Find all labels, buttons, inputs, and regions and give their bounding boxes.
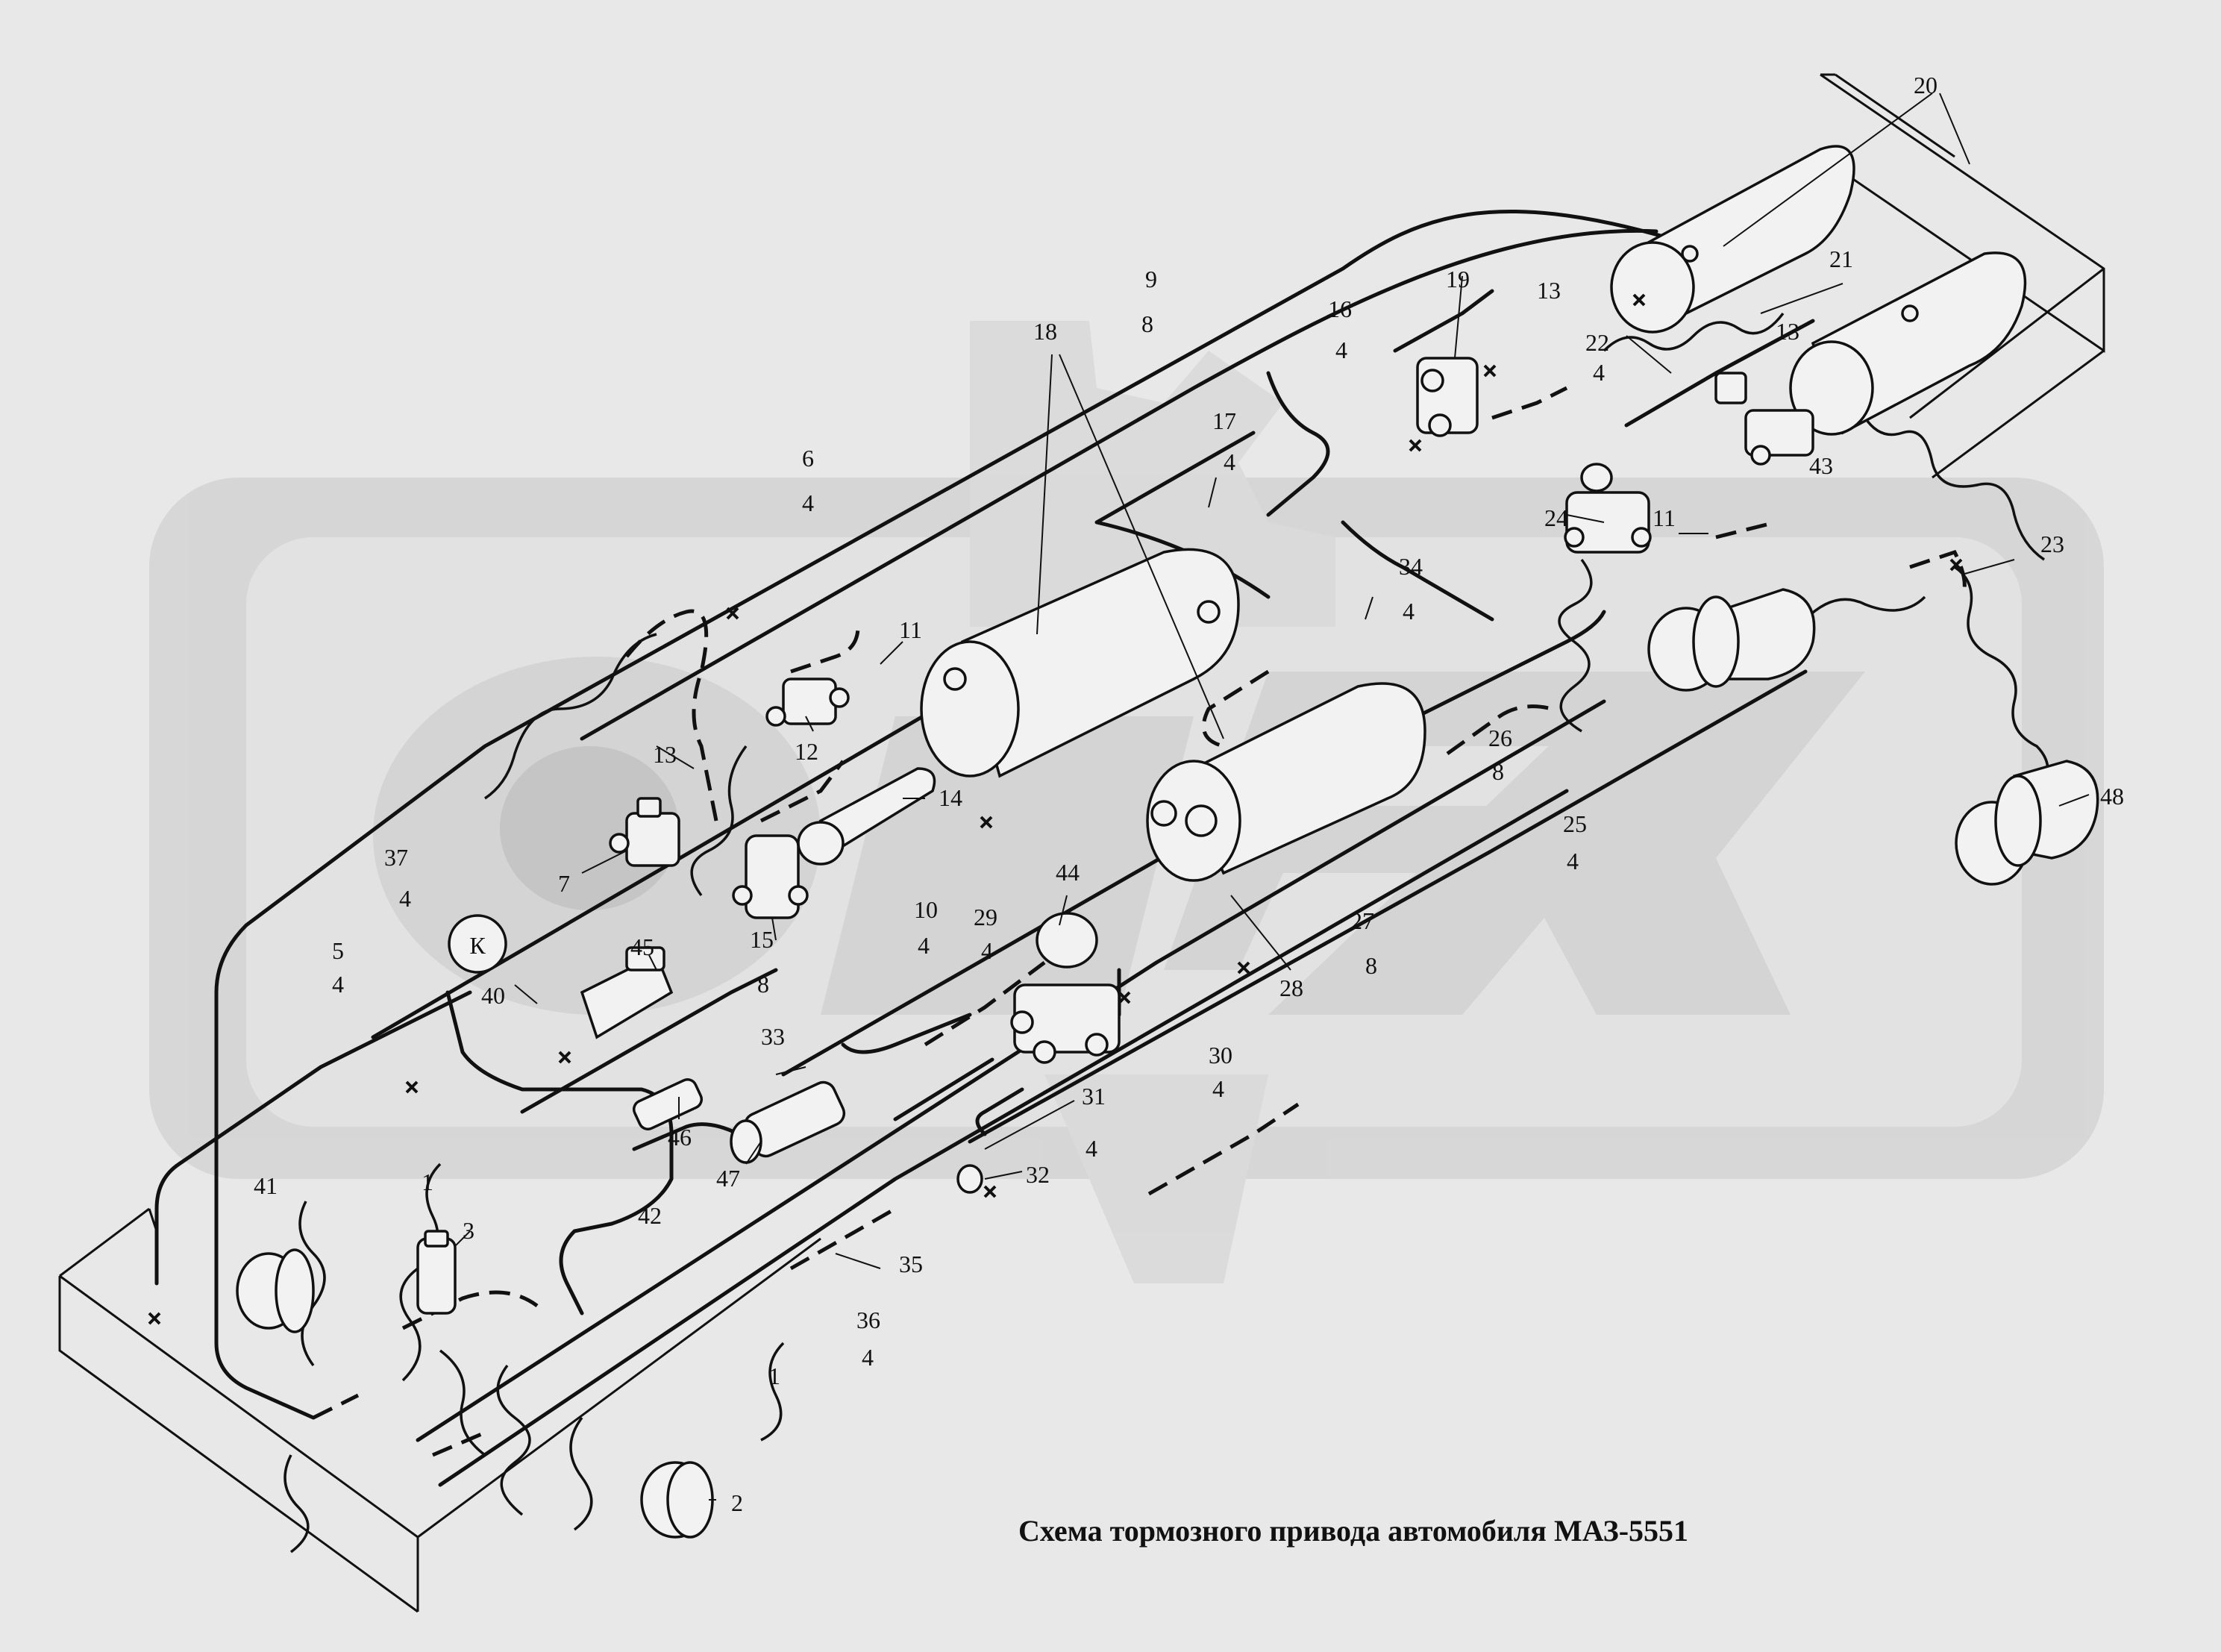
- callout-27: 27: [1350, 907, 1374, 934]
- callout-labels: 20 21 19 13 22 4 13 43 9 8 16 4 18 17 4 …: [254, 72, 2124, 1516]
- callout-4-b: 4: [1335, 337, 1347, 363]
- callout-5: 5: [332, 937, 344, 964]
- callout-4-c: 4: [1224, 448, 1235, 475]
- flex-hoses: [312, 386, 1967, 1457]
- callout-4-k: 4: [1212, 1075, 1224, 1102]
- callout-4-e: 4: [1403, 598, 1415, 625]
- callout-10: 10: [914, 896, 938, 923]
- callout-29: 29: [974, 904, 997, 930]
- callout-4-a: 4: [1593, 359, 1605, 386]
- brake-chambers: [236, 588, 2099, 1539]
- callout-4-d: 4: [802, 489, 814, 516]
- callout-4-h: 4: [918, 932, 930, 959]
- callout-33: 33: [761, 1023, 785, 1050]
- valve-3: [416, 1230, 457, 1315]
- callout-4-m: 4: [862, 1344, 874, 1371]
- callout-8-b: 8: [1492, 758, 1504, 785]
- callout-4-l: 4: [1086, 1135, 1097, 1162]
- receiver-18-second: [1146, 682, 1426, 882]
- brake-chamber-rear-left: [1647, 588, 1816, 692]
- callout-30: 30: [1209, 1042, 1232, 1069]
- air-receiver-tanks: [920, 145, 2027, 882]
- callout-22: 22: [1585, 329, 1609, 356]
- brake-chamber-48: [1955, 760, 2099, 886]
- callout-26: 26: [1488, 725, 1512, 751]
- callout-45: 45: [630, 933, 654, 960]
- callout-41: 41: [254, 1172, 278, 1199]
- valve-19: [1416, 357, 1479, 437]
- callout-46: 46: [668, 1124, 692, 1151]
- callout-16: 16: [1328, 295, 1352, 322]
- callout-8-c: 8: [757, 971, 769, 998]
- callout-28: 28: [1279, 974, 1303, 1001]
- receiver-20-left: [1610, 145, 1855, 334]
- callout-21: 21: [1829, 245, 1853, 272]
- valve-7: [609, 797, 680, 867]
- wavy-hoses: [284, 312, 2049, 1554]
- callout-25: 25: [1563, 810, 1587, 837]
- callout-18: 18: [1033, 318, 1057, 345]
- callout-40: 40: [481, 982, 505, 1009]
- valve-44: [1010, 912, 1121, 1064]
- brake-chamber-2: [640, 1461, 714, 1539]
- callout-36: 36: [856, 1307, 880, 1333]
- callout-13-top: 13: [1537, 277, 1561, 304]
- callout-13-left: 13: [653, 741, 677, 768]
- callout-3: 3: [463, 1217, 474, 1244]
- gauge-k: К: [448, 914, 507, 974]
- callout-7: 7: [558, 870, 570, 897]
- callout-2: 2: [731, 1489, 743, 1516]
- valve-24: [1564, 463, 1652, 554]
- callout-32: 32: [1026, 1161, 1050, 1188]
- callout-24: 24: [1544, 504, 1568, 531]
- callout-43: 43: [1809, 452, 1833, 479]
- callout-19: 19: [1446, 266, 1470, 292]
- receiver-18-main: [920, 548, 1240, 778]
- callout-13-right: 13: [1776, 318, 1799, 345]
- callout-34: 34: [1399, 553, 1423, 580]
- callout-4-f: 4: [1567, 848, 1579, 875]
- valve-43: [1714, 372, 1814, 466]
- callout-23: 23: [2040, 531, 2064, 557]
- callout-1-bottom: 1: [768, 1362, 780, 1389]
- callout-42: 42: [638, 1202, 662, 1229]
- valves: К: [416, 357, 1814, 1315]
- callout-37: 37: [384, 844, 408, 871]
- callout-6: 6: [802, 445, 814, 472]
- receiver-20-right: [1789, 251, 2027, 436]
- diagram-caption: Схема тормозного привода автомобиля МАЗ-…: [1018, 1514, 1688, 1548]
- callout-14: 14: [939, 784, 962, 811]
- callout-44: 44: [1056, 859, 1080, 886]
- callout-31: 31: [1082, 1083, 1106, 1110]
- callout-12: 12: [795, 738, 818, 765]
- callout-48: 48: [2100, 783, 2124, 810]
- callout-4-j: 4: [332, 971, 344, 998]
- air-pipes: [154, 209, 1815, 1487]
- callout-17: 17: [1212, 407, 1236, 434]
- fitting-32: [956, 1164, 983, 1194]
- callout-8-d: 8: [1365, 952, 1377, 979]
- callout-15: 15: [750, 926, 774, 953]
- callout-11-left: 11: [899, 616, 922, 643]
- callout-8-a: 8: [1141, 310, 1153, 337]
- tank-14: [797, 767, 936, 866]
- callout-4-g: 4: [399, 885, 411, 912]
- callout-9: 9: [1145, 266, 1157, 292]
- callout-20: 20: [1914, 72, 1937, 98]
- brake-chamber-front-left: [236, 1248, 315, 1333]
- leader-lines: [454, 93, 2090, 1501]
- valve-45: [580, 946, 674, 1039]
- callout-35: 35: [899, 1251, 923, 1277]
- callout-1-top: 1: [422, 1168, 433, 1195]
- callout-4-i: 4: [981, 937, 993, 964]
- pipe-connectors: [148, 293, 1963, 1325]
- callout-11-right: 11: [1653, 504, 1676, 531]
- callout-47: 47: [716, 1165, 740, 1192]
- gauge-k-label: К: [469, 932, 486, 959]
- sensor-46: [632, 1078, 704, 1130]
